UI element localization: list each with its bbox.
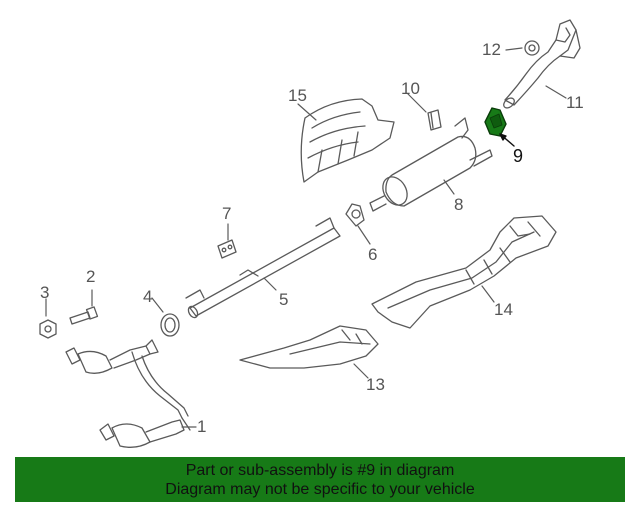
callout-10: 10 — [401, 79, 420, 98]
callout-14: 14 — [494, 300, 513, 319]
part-8-muffler — [369, 117, 493, 212]
part-5-intermediate-pipe — [185, 217, 341, 319]
part-6-clamp — [345, 203, 365, 227]
info-banner: Part or sub-assembly is #9 in diagram Di… — [15, 457, 625, 502]
callout-3: 3 — [40, 283, 50, 302]
part-1-converter-assembly — [65, 339, 191, 448]
part-9-hanger-highlighted — [484, 107, 507, 137]
callout-4: 4 — [143, 287, 153, 306]
callout-12: 12 — [482, 40, 501, 59]
callout-15: 15 — [288, 86, 307, 105]
callout-11: 11 — [566, 93, 584, 112]
callout-5: 5 — [279, 290, 289, 309]
part-12-nut — [524, 40, 540, 56]
callout-13: 13 — [366, 375, 385, 394]
callout-2: 2 — [86, 267, 96, 286]
part-7-isolator — [217, 239, 237, 259]
part-10-isolator — [427, 109, 442, 131]
leader-lines — [45, 47, 567, 428]
callout-9-highlighted: 9 — [513, 146, 524, 166]
banner-line-2: Diagram may not be specific to your vehi… — [165, 481, 475, 498]
part-11-tailpipe — [503, 19, 581, 109]
banner-line-1: Part or sub-assembly is #9 in diagram — [185, 462, 455, 479]
callout-7: 7 — [222, 204, 232, 223]
part-13-heat-shield — [239, 325, 379, 369]
part-15-heat-shield — [300, 98, 395, 183]
part-9-leader — [499, 133, 515, 147]
exhaust-system-diagram — [39, 19, 581, 448]
callout-6: 6 — [368, 245, 378, 264]
callout-1: 1 — [197, 417, 207, 436]
part-14-heat-shield — [371, 215, 557, 329]
callout-8: 8 — [454, 195, 464, 214]
part-4-gasket — [160, 313, 180, 337]
part-2-bolt — [69, 306, 99, 325]
part-3-nut — [39, 319, 57, 339]
